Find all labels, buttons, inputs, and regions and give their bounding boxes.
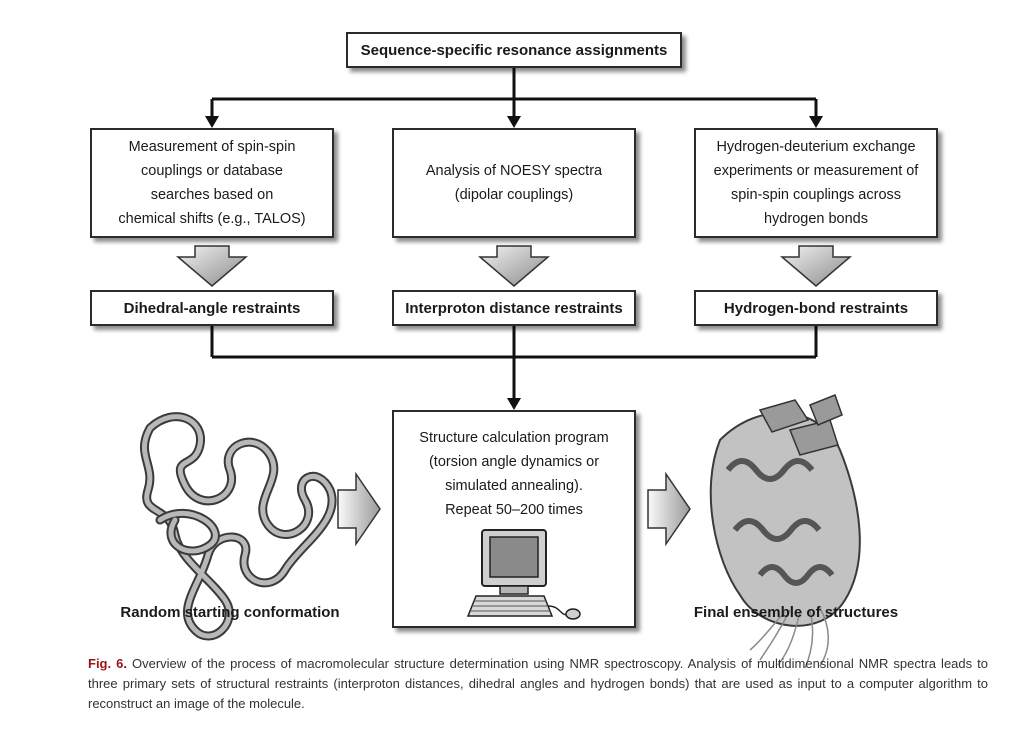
merge-lines [210, 326, 818, 400]
top-arrowheads [205, 116, 823, 128]
dihedral-restraints-box: Dihedral-angle restraints [90, 290, 334, 326]
random-coil-protein-image [140, 412, 337, 641]
computer-icon [466, 529, 581, 620]
structure-calculation-text: Structure calculation program (torsion a… [419, 430, 609, 518]
noesy-analysis-box: Analysis of NOESY spectra (dipolar coupl… [392, 128, 636, 238]
protein-ensemble-image [709, 394, 861, 669]
calc-arrowhead [507, 398, 521, 410]
sequence-assignments-box: Sequence-specific resonance assignments [346, 32, 682, 68]
spin-coupling-method-box: Measurement of spin-spin couplings or da… [90, 128, 334, 238]
hydrogen-exchange-text: Hydrogen-deuterium exchange experiments … [713, 139, 919, 227]
caption-text: Overview of the process of macromolecula… [88, 656, 988, 711]
down-block-arrows [175, 245, 853, 287]
spin-coupling-method-text: Measurement of spin-spin couplings or da… [118, 139, 306, 227]
dihedral-restraints-label: Dihedral-angle restraints [123, 299, 301, 317]
interproton-restraints-label: Interproton distance restraints [405, 299, 623, 317]
final-ensemble-label: Final ensemble of structures [693, 604, 899, 621]
random-conformation-label: Random starting conformation [120, 604, 340, 621]
sequence-assignments-label: Sequence-specific resonance assignments [360, 41, 668, 59]
hydrogen-bond-restraints-box: Hydrogen-bond restraints [694, 290, 938, 326]
side-block-arrows [337, 471, 691, 547]
hydrogen-bond-restraints-label: Hydrogen-bond restraints [723, 299, 909, 317]
top-distribution-lines [210, 68, 818, 118]
figure-number: Fig. 6. [88, 656, 127, 671]
figure-caption: Fig. 6. Overview of the process of macro… [88, 654, 988, 714]
interproton-restraints-box: Interproton distance restraints [392, 290, 636, 326]
structure-calculation-box: Structure calculation program (torsion a… [392, 410, 636, 628]
noesy-analysis-text: Analysis of NOESY spectra (dipolar coupl… [425, 163, 603, 203]
hydrogen-exchange-box: Hydrogen-deuterium exchange experiments … [694, 128, 938, 238]
